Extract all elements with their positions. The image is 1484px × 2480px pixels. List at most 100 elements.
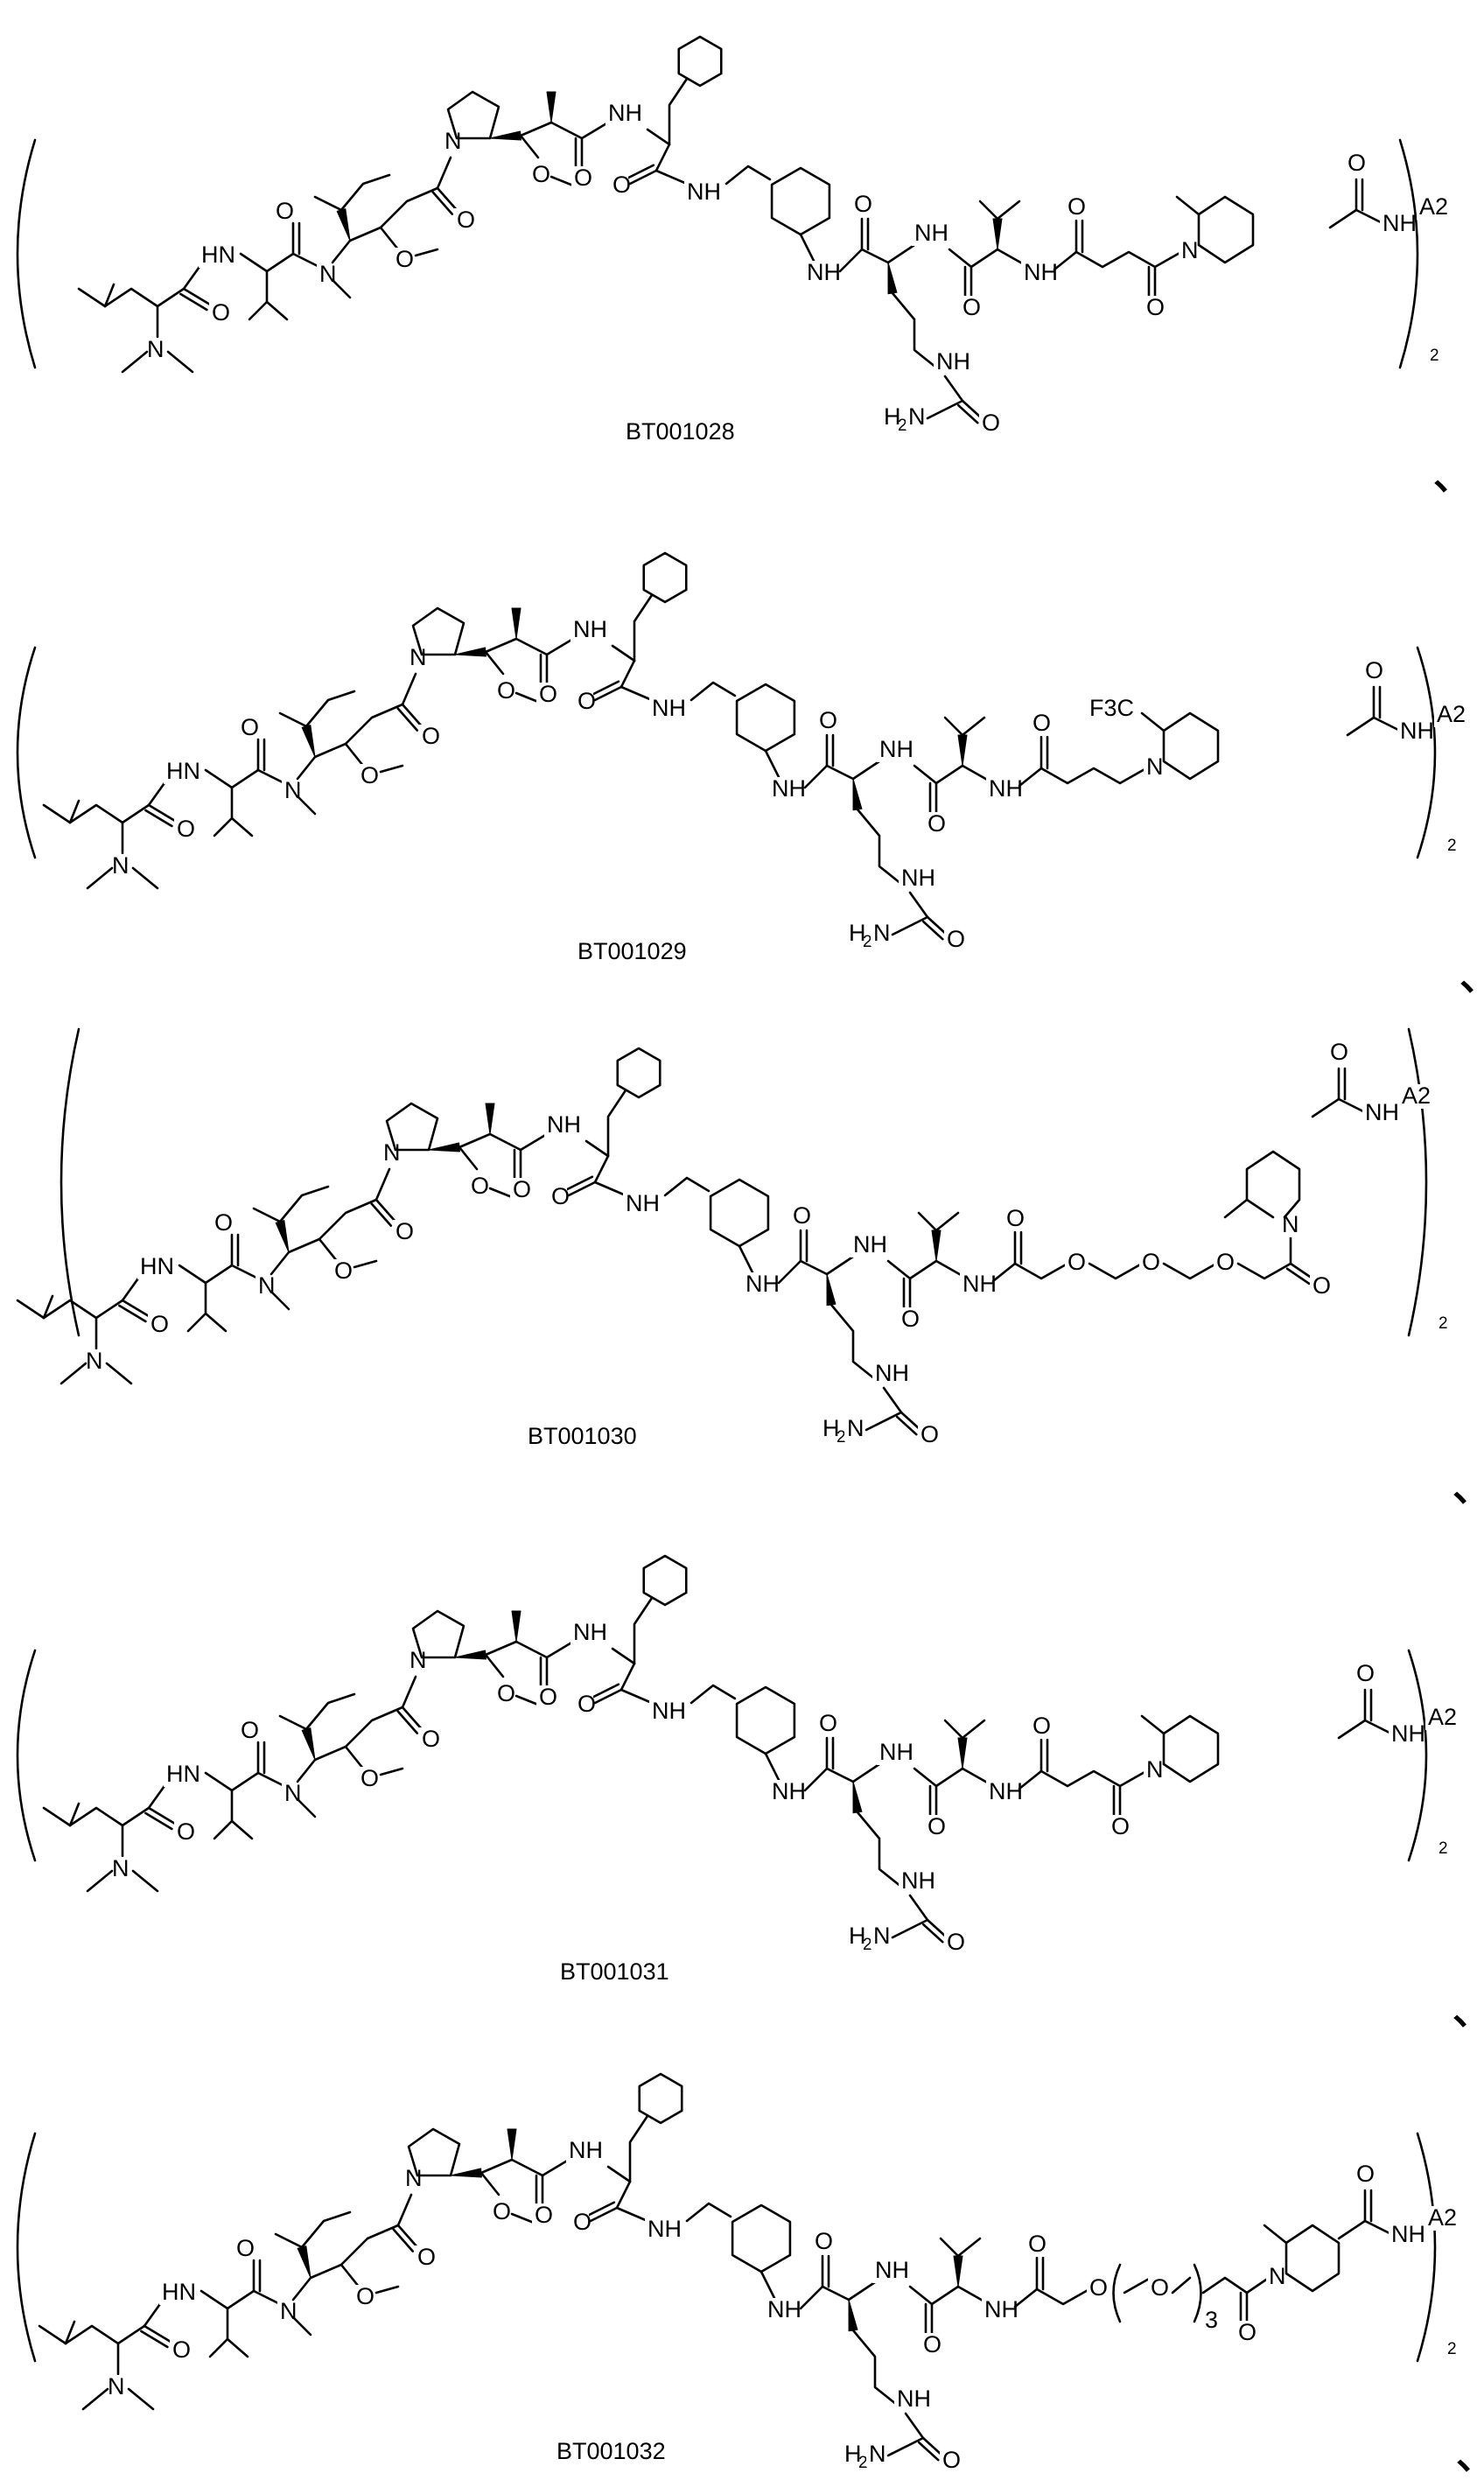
bond [129, 2389, 153, 2409]
phenyl-ring [644, 553, 686, 602]
bond [1238, 1264, 1291, 1279]
bond [1225, 1200, 1247, 1217]
bond [1142, 1716, 1164, 1734]
wedge-bond [993, 219, 1002, 249]
atom-label: O [1312, 1272, 1331, 1299]
atom-label: NH [853, 1231, 887, 1258]
bond [962, 766, 989, 781]
bond [481, 2173, 499, 2195]
atom-label: O [1006, 1205, 1025, 1231]
bond [853, 1764, 879, 1782]
bond [289, 1239, 319, 1252]
bond [302, 2212, 350, 2247]
bond [656, 171, 687, 184]
atom-label: N [112, 852, 130, 879]
bond [107, 1363, 131, 1384]
double-bond [919, 2442, 938, 2460]
bond [612, 1649, 634, 1664]
bond [306, 1694, 354, 1729]
atom-label: N [908, 403, 926, 430]
wedge-bond [486, 1103, 494, 1134]
bond [962, 718, 984, 735]
wedge-bond [508, 2129, 516, 2160]
phenyl-ring [640, 2074, 682, 2123]
double-bond [122, 1300, 149, 1316]
atom-label: O [334, 1258, 353, 1284]
bond [293, 254, 319, 267]
atom-label: O [150, 1311, 169, 1337]
atom-label: NH [648, 2216, 682, 2242]
aryl-ring [772, 168, 830, 235]
wedge-bond [451, 2168, 481, 2177]
bond [254, 2291, 280, 2304]
bond [1177, 197, 1199, 214]
bond [634, 1598, 652, 1664]
pyrrolidine-ring [448, 92, 499, 138]
atom-label: F3C [1089, 695, 1134, 721]
bond [958, 2287, 984, 2301]
bond [315, 1747, 346, 1760]
bond [621, 1690, 652, 1703]
bond [516, 1696, 538, 1705]
bond [1172, 2278, 1190, 2293]
atom-label: O [214, 1209, 233, 1236]
aryl-ring [737, 1687, 794, 1754]
bond [341, 2225, 398, 2265]
atom-label: N [319, 261, 337, 287]
atom-label: O [532, 161, 550, 187]
double-bond [569, 1182, 595, 1195]
atom-label: NH [901, 865, 935, 891]
bond [1124, 2278, 1151, 2293]
bond [280, 1716, 306, 1729]
atom-label: O [535, 2202, 553, 2228]
piperidine-ring [1247, 1152, 1299, 1217]
bond [665, 1178, 709, 1195]
atom-label: NH [652, 695, 686, 721]
bond [827, 1257, 853, 1274]
bond [1089, 1264, 1142, 1279]
atom-label: NH [879, 1739, 914, 1765]
atom-label: HN [166, 758, 200, 784]
atom-label: NH [547, 1111, 581, 1138]
compound-panel-4: 2NOHNONOONOONHONHNHONHH2NONHONHOONONHA2 … [0, 1493, 1484, 2011]
wedge-bond [954, 2256, 962, 2287]
bond [232, 818, 252, 836]
bond [267, 302, 287, 319]
bond [1120, 1771, 1146, 1786]
atom-label: N [1282, 1211, 1299, 1237]
bond [206, 1773, 258, 1790]
structure-diagram: 2NOHNONOONOONHONHNHONHH2NONHONHONF3CONHA… [0, 490, 1484, 985]
wedge-bond [337, 209, 350, 241]
atom-label: O [901, 1306, 920, 1332]
double-bond [592, 682, 619, 695]
bond [490, 1134, 521, 1150]
bond [311, 2265, 341, 2278]
bond [258, 1773, 284, 1786]
bond [179, 1265, 232, 1283]
bond [459, 1134, 490, 1147]
list-separator: 、 [1456, 2424, 1484, 2480]
bond [621, 661, 634, 687]
bond [656, 144, 669, 171]
bond [341, 175, 389, 210]
bond [315, 744, 346, 757]
atom-label: N [112, 1855, 130, 1881]
multiplier: 2 [1447, 837, 1457, 855]
bond [149, 1783, 166, 1808]
bond [402, 674, 416, 704]
bond [44, 1300, 122, 1318]
double-bond [184, 289, 210, 305]
bond [621, 687, 652, 700]
double-bond [928, 1920, 947, 1937]
structure-diagram: 2NOHNONOONOONHONHNHONHH2NONHONHOOOOONONH… [0, 985, 1484, 1493]
phenyl-ring [618, 1048, 660, 1097]
pyrrolidine-ring [413, 1611, 464, 1657]
atom-label: O [928, 810, 946, 837]
bond [232, 1265, 258, 1279]
bond [551, 123, 582, 138]
piperidine-ring [1164, 1716, 1218, 1782]
atom-label: O [578, 688, 596, 714]
aryl-ring [737, 684, 794, 751]
bond [936, 1261, 962, 1276]
atom-label: O [417, 2244, 436, 2270]
